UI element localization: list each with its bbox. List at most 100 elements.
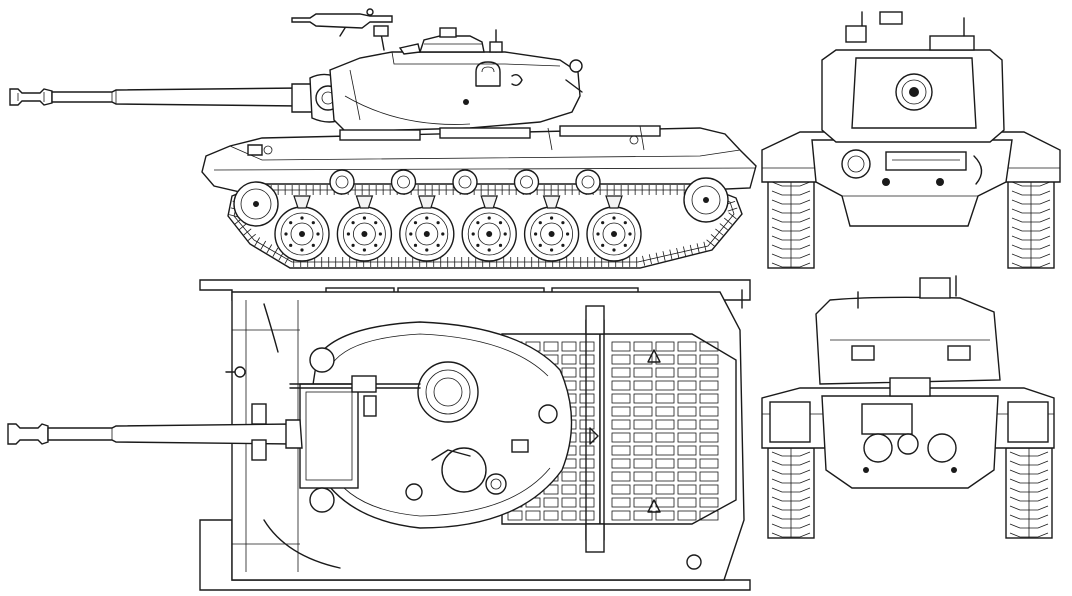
grille-slot	[579, 380, 595, 391]
grille-slot	[677, 432, 697, 443]
road-wheel	[336, 206, 393, 262]
grille-slot	[633, 432, 653, 443]
grille-slot	[579, 497, 595, 508]
track-link	[719, 223, 728, 231]
grille-slot	[611, 406, 631, 417]
grille-slot	[677, 510, 697, 521]
grille-slot	[699, 419, 719, 430]
grille-slot	[611, 484, 631, 495]
grille-slot	[633, 484, 653, 495]
grille-slot	[633, 406, 653, 417]
front-view	[761, 11, 1061, 269]
grille-slot	[611, 393, 631, 404]
grille-slot	[579, 484, 595, 495]
top-gun-barrel	[7, 419, 303, 449]
track-link	[683, 246, 687, 257]
track-treads	[1011, 178, 1051, 268]
rear-track-left	[767, 447, 815, 539]
track-link	[648, 254, 652, 265]
track-link	[238, 223, 247, 231]
grille-slot	[579, 393, 595, 404]
track-link	[728, 212, 737, 220]
grille-slot	[611, 432, 631, 443]
grille-slot	[633, 367, 653, 378]
grille-slot	[507, 510, 523, 521]
grille-slot	[543, 497, 559, 508]
track-link	[696, 243, 700, 254]
grille-slot	[611, 471, 631, 482]
front-glacis	[811, 139, 1013, 227]
grille-slot	[677, 471, 697, 482]
track-link	[669, 249, 673, 260]
grille-slot	[655, 380, 675, 391]
side-idler-wheel	[233, 181, 279, 227]
track-link	[676, 247, 680, 258]
grille-slot	[633, 393, 653, 404]
grille-slot	[699, 471, 719, 482]
grille-slot	[677, 458, 697, 469]
grille-slot	[699, 380, 719, 391]
track-treads	[771, 448, 811, 538]
track-link	[260, 240, 267, 250]
grille-slot	[633, 354, 653, 365]
suspension-arm	[480, 195, 499, 209]
top-front-hull-details	[225, 289, 743, 570]
track-treads	[771, 178, 811, 268]
track-link	[247, 233, 256, 241]
rear-view	[761, 275, 1055, 539]
grille-slot	[699, 432, 719, 443]
grille-slot	[655, 458, 675, 469]
grille-slot	[579, 458, 595, 469]
grille-slot	[633, 471, 653, 482]
side-gun-barrel	[51, 83, 319, 113]
suspension-arm	[355, 195, 374, 209]
track-link	[706, 239, 715, 247]
grille-slot	[699, 354, 719, 365]
grille-slot	[699, 497, 719, 508]
grille-slot	[699, 458, 719, 469]
grille-slot	[655, 406, 675, 417]
side-antenna-mount	[489, 29, 503, 53]
grille-slot	[699, 406, 719, 417]
grille-slot	[611, 367, 631, 378]
grille-slot	[561, 484, 577, 495]
top-view	[7, 279, 751, 591]
side-return-rollers	[329, 169, 601, 195]
grille-slot	[561, 471, 577, 482]
grille-slot	[611, 458, 631, 469]
top-engine-grilles	[507, 341, 719, 521]
track-link	[642, 255, 646, 266]
front-track-right	[1007, 177, 1055, 269]
front-track-left	[767, 177, 815, 269]
grille-slot	[699, 393, 719, 404]
track-link	[723, 217, 733, 225]
grille-slot	[699, 341, 719, 352]
grille-slot	[677, 341, 697, 352]
grille-slot	[655, 445, 675, 456]
road-wheel	[586, 206, 642, 262]
suspension-arm	[542, 195, 561, 209]
track-link	[727, 207, 738, 212]
track-link	[254, 237, 260, 247]
grille-slot	[633, 341, 653, 352]
grille-slot	[579, 341, 595, 352]
grille-slot	[655, 484, 675, 495]
grille-slot	[579, 367, 595, 378]
grille-slot	[677, 354, 697, 365]
track-link	[689, 244, 693, 255]
grille-slot	[579, 419, 595, 430]
grille-slot	[633, 419, 653, 430]
grille-slot	[579, 432, 595, 443]
grille-slot	[561, 341, 577, 352]
grille-slot	[579, 471, 595, 482]
front-turret	[821, 11, 1005, 143]
return-roller	[575, 169, 601, 195]
side-turret	[329, 51, 583, 133]
grille-slot	[525, 510, 541, 521]
grille-slot	[655, 367, 675, 378]
track-link	[710, 234, 720, 241]
suspension-arm	[605, 195, 623, 209]
grille-slot	[655, 510, 675, 521]
rear-hull-plate	[821, 395, 999, 489]
